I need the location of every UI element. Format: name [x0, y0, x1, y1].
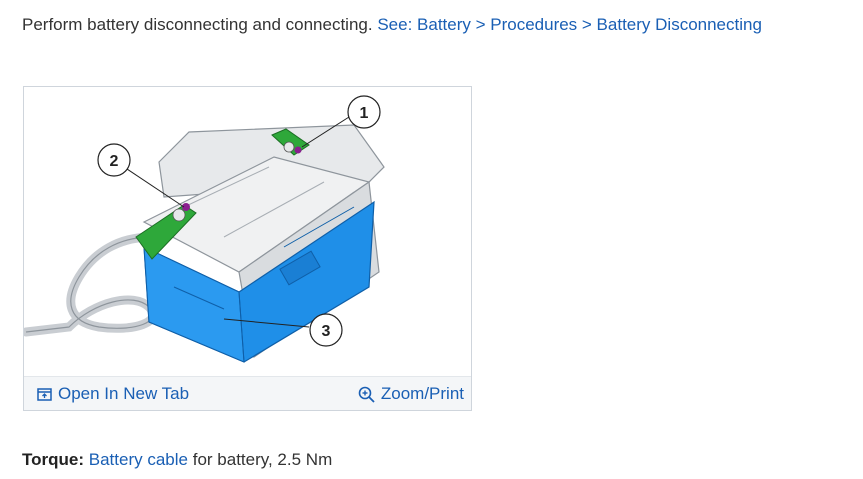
torque-label: Torque: — [22, 450, 85, 469]
callout-2: 2 — [97, 143, 131, 177]
svg-text:3: 3 — [322, 323, 331, 340]
battery-illustration: 1 2 3 — [24, 95, 385, 363]
torque-spec: Torque: Battery cable for battery, 2.5 N… — [22, 449, 332, 471]
svg-text:1: 1 — [360, 105, 369, 122]
open-in-new-tab-button[interactable]: Open In New Tab — [37, 383, 189, 405]
zoom-print-button[interactable]: Zoom/Print — [358, 383, 464, 405]
svg-text:2: 2 — [110, 153, 119, 170]
open-new-tab-icon — [37, 387, 52, 401]
intro-paragraph: Perform battery disconnecting and connec… — [22, 13, 762, 37]
figure-toolbar: Open In New Tab Zoom/Print — [24, 376, 471, 410]
callout-1: 1 — [347, 95, 381, 129]
battery-disconnecting-link[interactable]: See: Battery > Procedures > Battery Disc… — [377, 15, 762, 34]
battery-figure: 1 2 3 Open In New Tab — [23, 86, 472, 411]
zoom-in-icon — [358, 386, 375, 403]
zoom-print-label: Zoom/Print — [380, 384, 464, 403]
battery-cable — [24, 232, 158, 337]
callout-3: 3 — [309, 313, 343, 347]
intro-text: Perform battery disconnecting and connec… — [22, 15, 373, 34]
open-in-new-tab-label: Open In New Tab — [58, 384, 190, 403]
torque-value: for battery, 2.5 Nm — [192, 450, 333, 469]
battery-cable-link[interactable]: Battery cable — [88, 450, 188, 469]
